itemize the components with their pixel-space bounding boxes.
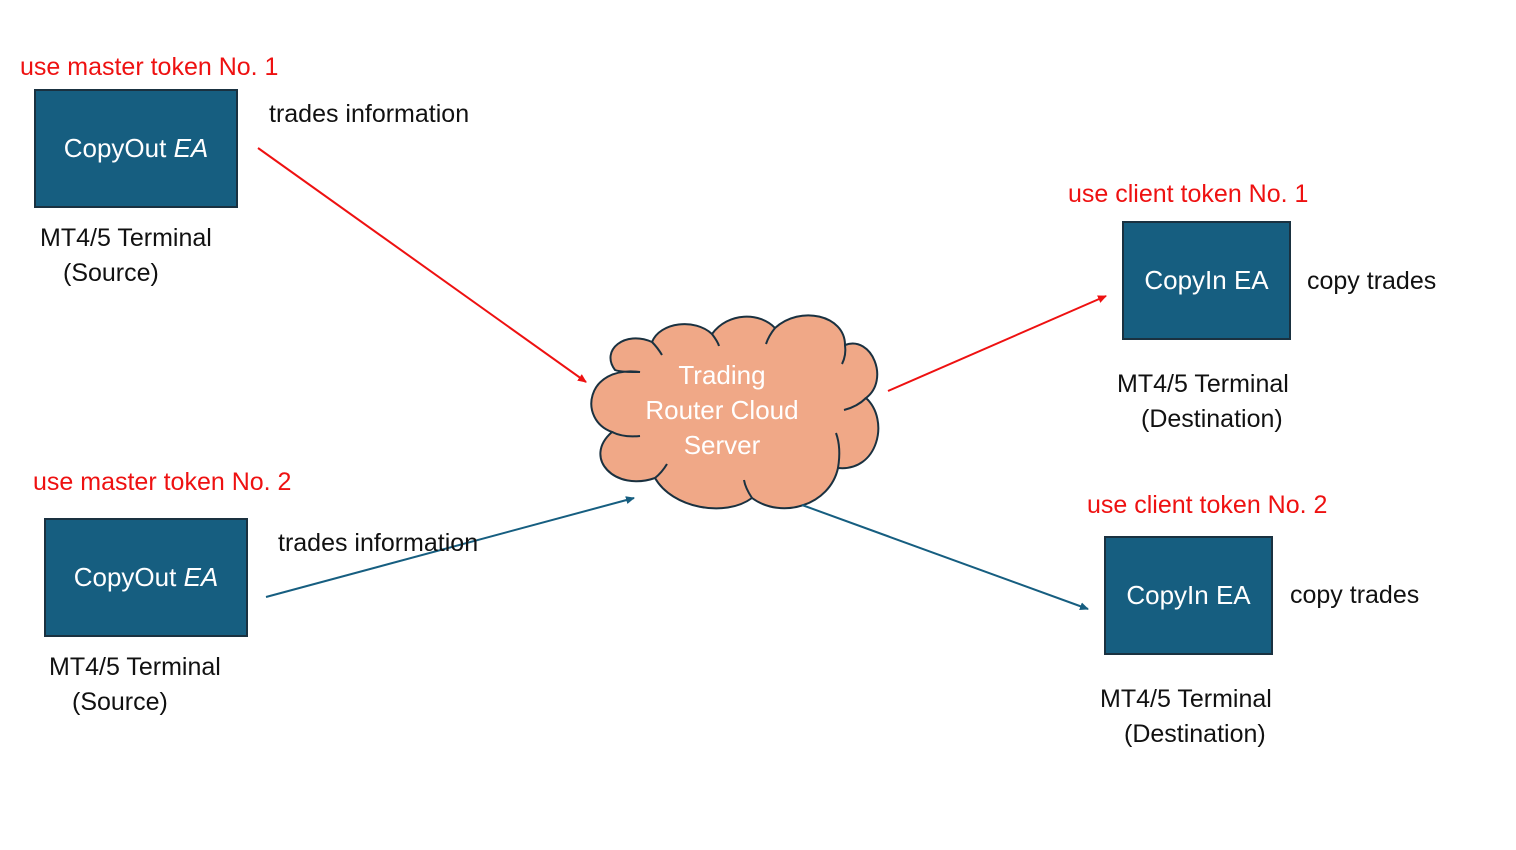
dest1-terminal-line1: MT4/5 Terminal [1117,370,1289,398]
cloud-label: Trading Router Cloud Server [622,358,822,463]
source2-box-suffix: EA [183,562,219,592]
source1-copyout-box: CopyOut EA [34,89,238,208]
dest1-copyin-box: CopyIn EA [1122,221,1291,340]
dest2-terminal-line2: (Destination) [1124,720,1266,748]
source2-copyout-box: CopyOut EA [44,518,248,637]
dest1-terminal-line2: (Destination) [1141,405,1283,433]
cloud-label-line1: Trading [678,360,766,390]
dest2-copyin-box: CopyIn EA [1104,536,1273,655]
dest2-box-label: CopyIn EA [1126,580,1251,610]
dest1-terminal: MT4/5 Terminal (Destination) [1117,367,1289,437]
dest1-action-label: copy trades [1307,267,1437,295]
dest2-terminal: MT4/5 Terminal (Destination) [1100,682,1272,752]
source2-terminal: MT4/5 Terminal (Source) [49,650,221,720]
dest2-action-label: copy trades [1290,581,1420,609]
arrow-cloud-to-dest1 [887,295,1107,392]
dest2-token-label: use client token No. 2 [1087,491,1328,519]
source2-box-name: CopyOut [73,562,184,592]
source2-terminal-line2: (Source) [72,688,168,716]
source1-token-label: use master token No. 1 [20,53,279,81]
source2-token-label: use master token No. 2 [33,468,292,496]
dest2-terminal-line1: MT4/5 Terminal [1100,685,1272,713]
source2-terminal-line1: MT4/5 Terminal [49,653,221,681]
source1-box-suffix: EA [173,133,209,163]
cloud-icon [590,314,880,510]
source1-terminal: MT4/5 Terminal (Source) [40,221,212,291]
source1-arrow-label: trades information [269,100,470,128]
arrow-cloud-to-dest2 [801,504,1089,611]
source2-arrow-label: trades information [278,529,479,557]
dest1-box-label: CopyIn EA [1144,265,1269,295]
dest1-token-label: use client token No. 1 [1068,180,1309,208]
source1-terminal-line2: (Source) [63,259,159,287]
cloud-label-line3: Server [683,430,761,460]
source1-terminal-line1: MT4/5 Terminal [40,224,212,252]
source1-box-name: CopyOut [63,133,174,163]
cloud-label-line2: Router Cloud [645,395,799,425]
arrow-source1-to-cloud [257,147,587,383]
arrow-source2-to-cloud [265,496,635,598]
